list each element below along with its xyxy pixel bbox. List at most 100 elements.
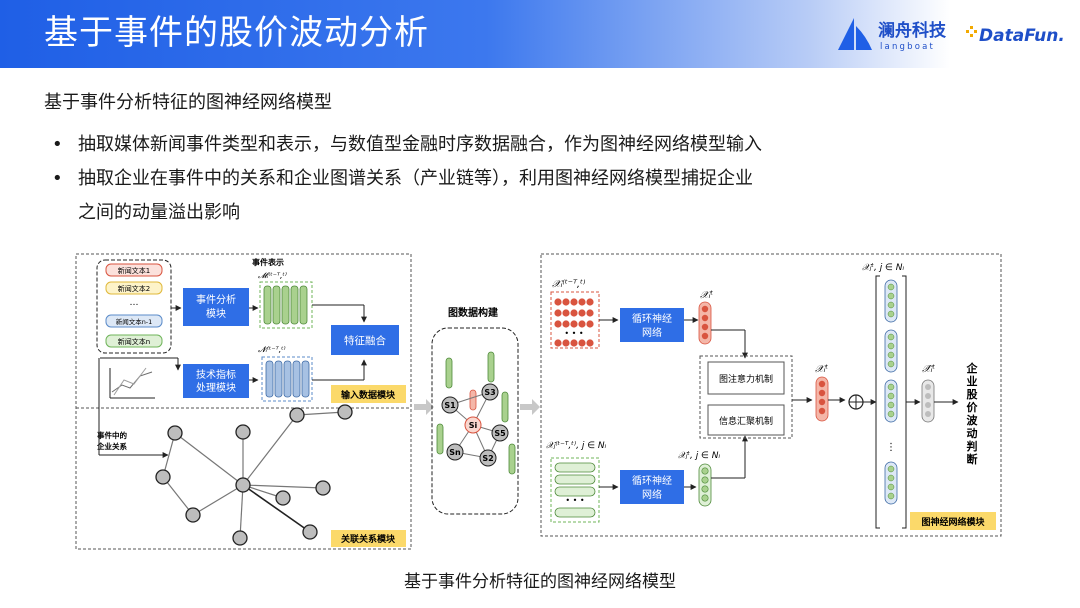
svg-text:网络: 网络 — [642, 488, 662, 501]
figure-caption: 基于事件分析特征的图神经网络模型 — [404, 572, 676, 592]
svg-text:特征融合: 特征融合 — [344, 334, 386, 347]
math-M: 𝓜ᵢ⁽ᵗ⁻ᵀ,ᵗ⁾ — [258, 271, 287, 280]
tech-embedding-cells — [261, 356, 313, 402]
rnn-box-2: 循环神经 网络 — [620, 470, 684, 504]
attention-group — [699, 355, 793, 439]
math-xj-t: 𝒳ⱼᵗ, j ∈ Nᵢ — [678, 451, 720, 461]
gnn-module-label: 图神经网络模块 — [910, 512, 996, 530]
svg-text:• • •: • • • — [564, 329, 583, 338]
input-module-label: 输入数据模块 — [331, 385, 406, 403]
bullet-text: 之间的动量溢出影响 — [78, 202, 240, 223]
xj-window-cells: • • • — [550, 457, 600, 523]
xi-hat-vector — [921, 379, 935, 423]
langboat-logo-icon — [838, 18, 872, 50]
math-xi-hat: 𝒳̂ᵢᵗ — [922, 364, 935, 375]
bullet-list: • 抽取媒体新闻事件类型和表示，与数值型金融时序数据融合，作为图神经网络模型输入… — [52, 128, 872, 230]
rnn-box-1: 循环神经 网络 — [620, 308, 684, 342]
header-bar: 基于事件的股价波动分析 澜舟科技 langboat DataFun. — [0, 0, 1080, 68]
news-item-n-1: 新闻文本n-1 — [105, 314, 163, 328]
news-item-1: 新闻文本1 — [105, 263, 163, 277]
svg-text:S2: S2 — [482, 454, 493, 463]
logo-area: 澜舟科技 langboat DataFun. — [836, 14, 1066, 54]
feature-fusion-box: 特征融合 — [331, 325, 399, 355]
left-panel — [75, 253, 412, 550]
svg-text:企业关系: 企业关系 — [96, 441, 127, 451]
arrow-to-graph-icon — [414, 399, 434, 415]
relation-module-label: 关联关系模块 — [331, 530, 406, 547]
page-title: 基于事件的股价波动分析 — [44, 13, 429, 53]
xj-t-vector — [698, 463, 712, 507]
svg-text:信息汇聚机制: 信息汇聚机制 — [719, 415, 773, 427]
bullet-text: 抽取企业在事件中的关系和企业图谱关系（产业链等），利用图神经网络模型捕捉企业 — [78, 168, 753, 189]
xi-t-vector — [698, 301, 712, 345]
svg-text:新闻文本2: 新闻文本2 — [118, 284, 150, 293]
math-xi-window: 𝒳ᵢ⁽ᵗ⁻ᵀ,ᵗ⁾ — [552, 279, 586, 290]
news-ellipsis: … — [130, 298, 139, 308]
datafun-logo-icon — [966, 26, 977, 37]
svg-text:模块: 模块 — [206, 308, 226, 320]
svg-text:动: 动 — [967, 426, 978, 440]
svg-text:图注意力机制: 图注意力机制 — [719, 373, 773, 385]
bullet-dot-icon: • — [52, 168, 63, 189]
vector-ellipsis: ⋮ — [886, 442, 896, 453]
svg-text:业: 业 — [967, 374, 978, 388]
svg-text:输入数据模块: 输入数据模块 — [341, 389, 396, 401]
math-xj-window: 𝒳ⱼ⁽ᵗ⁻ᵀ,ᵗ⁾, j ∈ Nᵢ — [546, 441, 607, 451]
math-N: 𝓝ᵢ⁽ᵗ⁻ᵀ,ᵗ⁾ — [258, 345, 286, 354]
math-xj-top: 𝒳ⱼᵗ, j ∈ Nᵢ — [862, 263, 904, 273]
math-xi-out: 𝒳ᵢᵗ — [815, 364, 828, 375]
math-xi-t: 𝒳ᵢᵗ — [700, 290, 713, 301]
graph-build-nodes: S1 S3 Si S5 Sn S2 — [441, 383, 509, 467]
svg-text:Si: Si — [469, 421, 478, 430]
news-group — [96, 259, 172, 354]
svg-text:• • •: • • • — [565, 496, 584, 505]
tech-indicator-module: 技术指标 处理模块 — [183, 364, 249, 398]
bullet-item: • 抽取媒体新闻事件类型和表示，与数值型金融时序数据融合，作为图神经网络模型输入 — [52, 128, 872, 162]
event-repr-label: 事件表示 — [252, 257, 284, 267]
svg-text:事件分析: 事件分析 — [196, 293, 236, 306]
bullet-text: 抽取媒体新闻事件类型和表示，与数值型金融时序数据融合，作为图神经网络模型输入 — [78, 134, 762, 155]
aggregation-box: 信息汇聚机制 — [707, 404, 785, 436]
svg-text:S3: S3 — [484, 388, 495, 397]
arrow-to-gnn-icon — [520, 399, 540, 415]
svg-text:判: 判 — [967, 439, 978, 453]
svg-text:新闻文本n-1: 新闻文本n-1 — [116, 317, 153, 326]
svg-text:企: 企 — [966, 361, 979, 375]
model-diagram: 新闻文本1 新闻文本2 … 新闻文本n-1 新闻文本n 事件分析 模块 事件表示… — [0, 245, 1080, 575]
concat-plus-icon — [848, 394, 864, 410]
graph-build-panel — [431, 327, 519, 515]
news-item-2: 新闻文本2 — [105, 281, 163, 295]
stock-chart-icon — [109, 367, 155, 399]
logo-sub-text: langboat — [880, 42, 935, 52]
logo-main-text: 澜舟科技 — [878, 20, 947, 41]
relation-graph — [162, 411, 346, 539]
svg-text:S1: S1 — [444, 401, 456, 410]
bullet-continuation: 之间的动量溢出影响 — [52, 196, 872, 230]
attention-box: 图注意力机制 — [707, 361, 785, 395]
svg-text:价: 价 — [967, 401, 979, 414]
svg-text:股: 股 — [967, 388, 979, 401]
svg-text:断: 断 — [967, 452, 978, 466]
graph-feature-bars — [436, 351, 516, 475]
neighbor-vectors — [884, 279, 898, 505]
svg-text:技术指标: 技术指标 — [196, 368, 236, 381]
svg-text:新闻文本n: 新闻文本n — [118, 337, 150, 346]
xi-window-cells: • • • — [550, 291, 600, 349]
svg-text:网络: 网络 — [642, 326, 662, 339]
relation-graph-nodes — [155, 404, 353, 546]
section-subtitle: 基于事件分析特征的图神经网络模型 — [44, 92, 332, 113]
svg-text:新闻文本1: 新闻文本1 — [118, 266, 150, 275]
svg-text:循环神经: 循环神经 — [632, 312, 672, 325]
graph-build-label: 图数据构建 — [448, 306, 499, 319]
enterprise-relation-label: 事件中的 — [97, 430, 127, 440]
gnn-panel — [540, 253, 1002, 537]
svg-text:图神经网络模块: 图神经网络模块 — [921, 516, 985, 528]
svg-text:循环神经: 循环神经 — [632, 474, 672, 487]
bullet-item: • 抽取企业在事件中的关系和企业图谱关系（产业链等），利用图神经网络模型捕捉企业 — [52, 162, 872, 196]
event-analysis-module: 事件分析 模块 — [183, 288, 249, 326]
svg-text:S5: S5 — [494, 429, 506, 438]
bullet-dot-icon: • — [52, 134, 63, 155]
svg-text:Sn: Sn — [449, 448, 461, 457]
logo-datafun-text: DataFun. — [979, 26, 1065, 46]
